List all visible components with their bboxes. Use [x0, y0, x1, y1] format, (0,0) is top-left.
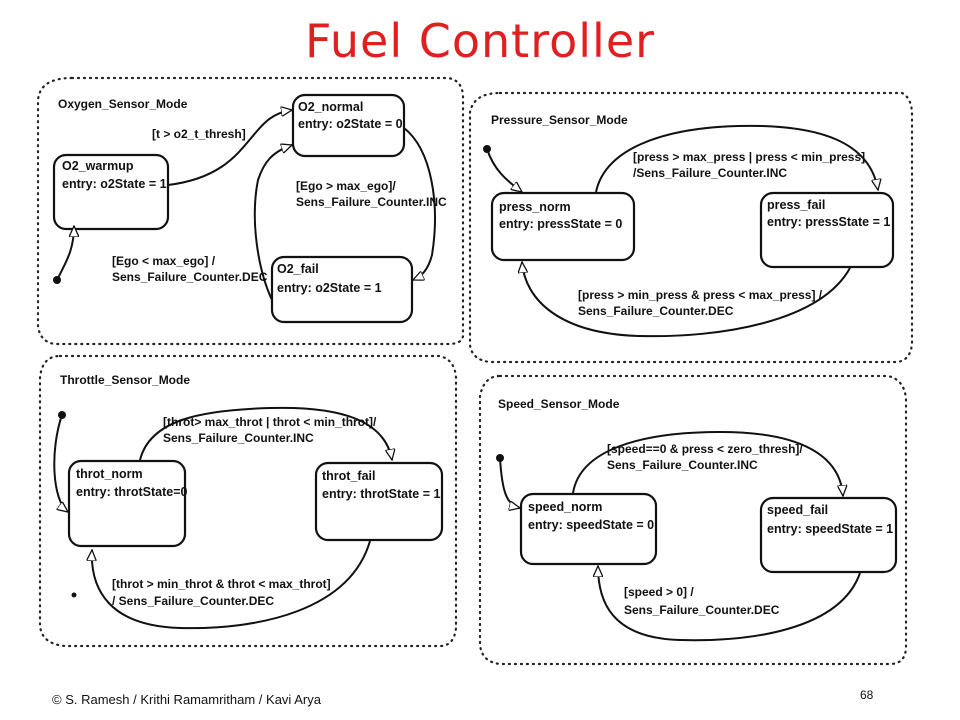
speed-region-border [478, 374, 908, 666]
state-press-fail [759, 191, 895, 269]
state-o2-fail-entry: entry: o2State = 1 [277, 281, 382, 295]
speed-t-norm-fail-label-2: Sens_Failure_Counter.INC [607, 458, 758, 472]
state-o2-normal-name: O2_normal [298, 100, 363, 114]
oxygen-sensor-mode-region: Oxygen_Sensor_Mode O2_warmup entry: o2St… [36, 76, 465, 346]
state-speed-fail-name: speed_fail [767, 503, 828, 517]
throt-fail-to-norm [92, 540, 371, 630]
state-o2-fail [270, 255, 414, 324]
oxygen-region-border [36, 76, 465, 346]
speed-initial-transition [499, 457, 520, 508]
state-o2-normal [291, 93, 406, 158]
state-press-norm-name: press_norm [499, 200, 571, 214]
press-initial-transition [486, 148, 522, 192]
speed-norm-to-fail [572, 430, 843, 496]
speed-region-label: Speed_Sensor_Mode [498, 397, 620, 411]
state-throt-fail-entry: entry: throtState = 1 [322, 487, 440, 501]
throt-norm-to-fail [139, 406, 392, 460]
o2-fail-to-normal [253, 145, 292, 301]
press-t-norm-fail-label-1: [press > max_press | press < min_press] [633, 150, 865, 164]
throttle-region-label: Throttle_Sensor_Mode [60, 373, 190, 387]
speed-t-norm-fail-label-1: [speed==0 & press < zero_thresh]/ [607, 442, 803, 456]
press-t-norm-fail-label-2: /Sens_Failure_Counter.INC [633, 166, 787, 180]
throt-t-norm-fail-label-1: [throt> max_throt | throt < min_throt]/ [163, 415, 377, 429]
state-speed-norm [519, 492, 658, 566]
footer-copyright: © S. Ramesh / Krithi Ramamritham / Kavi … [52, 692, 321, 707]
state-throt-norm-entry: entry: throtState=0 [76, 485, 188, 499]
oxygen-region-label: Oxygen_Sensor_Mode [58, 97, 188, 111]
state-o2-fail-name: O2_fail [277, 262, 319, 276]
state-speed-norm-name: speed_norm [528, 500, 602, 514]
state-o2-warmup-entry: entry: o2State = 1 [62, 177, 167, 191]
state-throt-norm-name: throt_norm [76, 467, 143, 481]
speed-t-fail-norm-label-1: [speed > 0] / [624, 585, 694, 599]
page-number: 68 [860, 688, 874, 702]
throt-t-fail-norm-label-2: / Sens_Failure_Counter.DEC [112, 594, 274, 608]
state-throt-fail-name: throt_fail [322, 469, 375, 483]
press-norm-to-fail [595, 124, 878, 193]
state-speed-norm-entry: entry: speedState = 0 [528, 518, 654, 532]
o2-t-warmup-normal-label: [t > o2_t_thresh] [152, 127, 246, 141]
state-press-fail-name: press_fail [767, 198, 825, 212]
pressure-region-border [468, 91, 914, 364]
state-speed-fail-entry: entry: speedState = 1 [767, 522, 893, 536]
state-throt-fail [314, 461, 444, 542]
o2-t-normal-fail-label-2: Sens_Failure_Counter.INC [296, 195, 447, 209]
pressure-sensor-mode-region: Pressure_Sensor_Mode press_norm entry: p… [468, 91, 914, 364]
state-o2-normal-entry: entry: o2State = 0 [298, 117, 403, 131]
o2-initial-transition [56, 226, 74, 281]
state-o2-warmup [52, 153, 170, 231]
state-press-fail-entry: entry: pressState = 1 [767, 215, 890, 229]
throt-t-norm-fail-label-2: Sens_Failure_Counter.INC [163, 431, 314, 445]
state-speed-fail [759, 496, 898, 574]
slide-title: Fuel Controller [304, 14, 656, 68]
state-press-norm [490, 191, 636, 262]
throt-initial-transition [53, 414, 68, 512]
o2-t-fail-warmup-label-2: Sens_Failure_Counter.DEC [112, 270, 268, 284]
o2-normal-to-fail [403, 127, 436, 281]
o2-warmup-to-normal [167, 110, 292, 186]
throttle-sensor-mode-region: Throttle_Sensor_Mode throt_norm entry: t… [38, 354, 458, 648]
speed-sensor-mode-region: Speed_Sensor_Mode speed_norm entry: spee… [478, 374, 908, 666]
o2-t-fail-warmup-label-1: [Ego < max_ego] / [112, 254, 216, 268]
state-press-norm-entry: entry: pressState = 0 [499, 217, 622, 231]
press-t-fail-norm-label-2: Sens_Failure_Counter.DEC [578, 304, 734, 318]
press-fail-to-norm [522, 262, 851, 338]
throt-stray-dot [71, 592, 77, 598]
speed-t-fail-norm-label-2: Sens_Failure_Counter.DEC [624, 603, 780, 617]
state-o2-warmup-name: O2_warmup [62, 159, 134, 173]
pressure-region-label: Pressure_Sensor_Mode [491, 113, 628, 127]
throt-t-fail-norm-label-1: [throt > min_throt & throt < max_throt] [112, 577, 331, 591]
o2-t-normal-fail-label-1: [Ego > max_ego]/ [296, 179, 396, 193]
speed-fail-to-norm [598, 566, 861, 642]
press-t-fail-norm-label-1: [press > min_press & press < max_press] … [578, 288, 823, 302]
